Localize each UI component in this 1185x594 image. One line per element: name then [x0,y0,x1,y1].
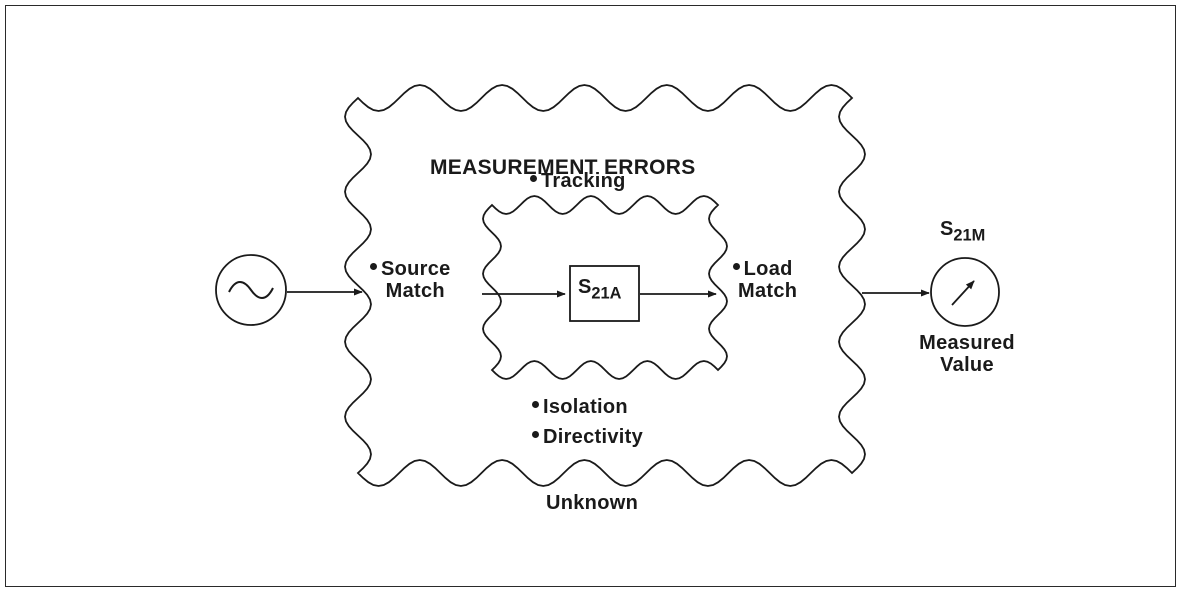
measured-s-parameter: S21M [940,218,986,245]
bullet-icon [732,263,740,271]
tracking-region [482,195,728,380]
directivity-label: Directivity [532,426,643,448]
tracking-label: Tracking [530,170,626,192]
load-match-label: Load Match [728,258,797,303]
unknown-label: Unknown [546,492,639,514]
device-box [569,265,640,322]
meter-needle-icon [951,280,975,306]
isolation-label: Isolation [532,396,628,418]
bullet-icon [532,401,539,409]
bullet-icon [532,431,539,439]
measurement-errors-title: MEASUREMENT ERRORS [430,156,696,179]
bullet-icon [530,175,537,183]
measurement-meter [930,257,1000,327]
signal-source [215,254,287,326]
bullet-icon [370,263,377,271]
device-s-parameter: S21A [578,276,622,303]
sine-wave-icon [228,281,274,299]
measurement-errors-region [344,84,866,487]
measured-value-label: Measured Value [919,332,1015,377]
figure-frame [5,5,1176,587]
source-match-label: Source Match [370,258,451,303]
